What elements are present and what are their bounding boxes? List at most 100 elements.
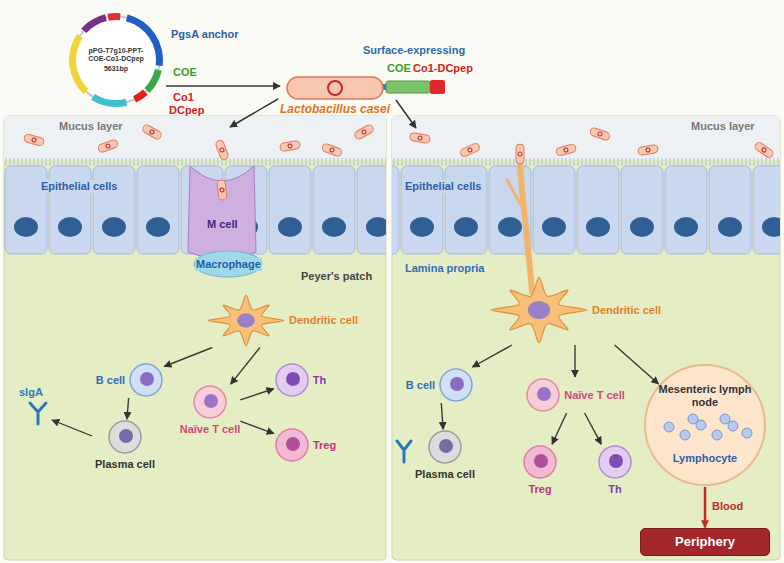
node-text: Mesenteric lymph node — [657, 383, 753, 408]
cell-shape — [128, 362, 164, 398]
dendritic-body — [491, 277, 587, 343]
lamina-propria-region — [392, 116, 780, 560]
plasmid-map: pPG-T7g10-PPT-COE-Co1-DCpep 5631bp — [66, 10, 166, 110]
mucus-layer — [392, 116, 780, 160]
connector-arrow — [240, 389, 273, 400]
treg-cell: Treg — [522, 444, 558, 496]
bacterium-node: Lactobacillus casei — [280, 75, 390, 117]
cell-membrane — [524, 446, 556, 478]
bacterium — [516, 144, 524, 164]
plasma-cell: Plasma cell — [415, 429, 475, 481]
gene-segment — [133, 89, 148, 102]
text-label: COE — [386, 62, 412, 75]
text-label: PgsA anchor — [170, 28, 239, 41]
lymphocyte-symbol — [742, 428, 752, 438]
bacterium — [279, 140, 300, 151]
naive-t-cell: Naïve T cell — [525, 377, 625, 413]
connector-arrow — [574, 345, 575, 377]
connector-arrow — [552, 413, 567, 444]
cell-nucleus — [204, 394, 218, 408]
dendritic-cell: Dendritic cell — [206, 293, 358, 348]
cell-shape — [107, 419, 143, 455]
node-text: Dendritic cell — [592, 304, 661, 317]
text-label: M cell — [206, 218, 239, 231]
co1-dcpep-domain — [430, 80, 445, 94]
node-text: Treg — [528, 483, 551, 496]
lymphocyte-symbol — [712, 430, 722, 440]
node-text: Dendritic cell — [289, 314, 358, 327]
cell-nucleus — [528, 301, 550, 319]
cell-nucleus — [119, 429, 133, 443]
cell-nucleus — [534, 454, 548, 468]
bacterium — [23, 134, 44, 147]
periphery-box: Periphery — [640, 528, 770, 557]
connector-arrow — [166, 85, 280, 86]
text-label: Macrophage — [195, 258, 262, 271]
b-cell: B cell — [406, 367, 474, 403]
secretion-arrow — [52, 420, 92, 436]
dendritic-cell: Dendritic cell — [489, 275, 661, 345]
coe-domain — [386, 81, 430, 93]
antibody-symbol — [30, 403, 46, 424]
bacterium — [409, 132, 430, 143]
cell-membrane — [527, 379, 559, 411]
bacterium — [321, 143, 343, 157]
m-cell-shape — [188, 166, 256, 259]
text-label: sIgA — [18, 386, 44, 399]
connector-arrow — [585, 413, 602, 444]
cell-membrane — [109, 421, 141, 453]
lymphocyte-symbol — [680, 430, 690, 440]
node-text: Treg — [313, 439, 336, 452]
text-label: Co1-DCpep — [412, 62, 474, 75]
bacterium — [555, 144, 576, 157]
cell-membrane — [276, 364, 308, 396]
text-label: COE — [172, 66, 198, 79]
node-text: Lymphocyte — [673, 452, 737, 465]
connector-arrow — [164, 348, 212, 367]
treg-cell: Treg — [274, 427, 336, 463]
macrophage-shape — [194, 251, 262, 277]
lamina-propria-region — [4, 116, 386, 560]
epithelium — [392, 165, 780, 255]
lymphocyte-symbol — [688, 414, 698, 424]
plasmid-ring — [69, 13, 163, 107]
edge-label: Blood — [711, 500, 744, 513]
text-label: Lamina propria — [404, 262, 485, 275]
connector-arrow — [704, 487, 707, 528]
bacterium — [353, 124, 374, 141]
text-label: Epithelial cells — [404, 180, 482, 193]
dendrite — [520, 164, 532, 292]
cell-membrane — [194, 386, 226, 418]
bacterium — [97, 139, 119, 153]
mucus-layer — [4, 116, 386, 160]
bacterium — [754, 141, 775, 159]
node-text: Plasma cell — [95, 458, 155, 471]
lymph-node-shape — [643, 363, 767, 487]
node-text: B cell — [96, 374, 125, 387]
cell-shape — [525, 377, 561, 413]
uptake-arrow — [396, 100, 416, 128]
dendrite — [507, 180, 521, 205]
node-text: 5631bp — [104, 65, 128, 73]
bacterium — [141, 124, 162, 141]
cell-nucleus — [140, 372, 154, 386]
cell-membrane — [440, 369, 472, 401]
cell-nucleus — [450, 377, 464, 391]
plasma-cell: Plasma cell — [95, 419, 155, 471]
lymphocyte-symbol — [728, 421, 738, 431]
bacterium — [637, 144, 658, 155]
text-label: Peyer's patch — [300, 270, 373, 283]
dendritic-shape — [489, 275, 589, 345]
cell-shape — [427, 429, 463, 465]
cell-shape — [597, 444, 633, 480]
connector-arrow — [127, 398, 129, 419]
connector-arrow — [441, 403, 443, 429]
cell-membrane — [429, 431, 461, 463]
lymph-node-outline — [645, 365, 765, 485]
bacterium — [217, 180, 227, 201]
node-text: Lactobacillus casei — [280, 103, 390, 117]
node-text: pPG-T7g10-PPT-COE-Co1-DCpep — [81, 47, 151, 63]
cell-shape — [522, 444, 558, 480]
cell-nucleus — [537, 387, 551, 401]
